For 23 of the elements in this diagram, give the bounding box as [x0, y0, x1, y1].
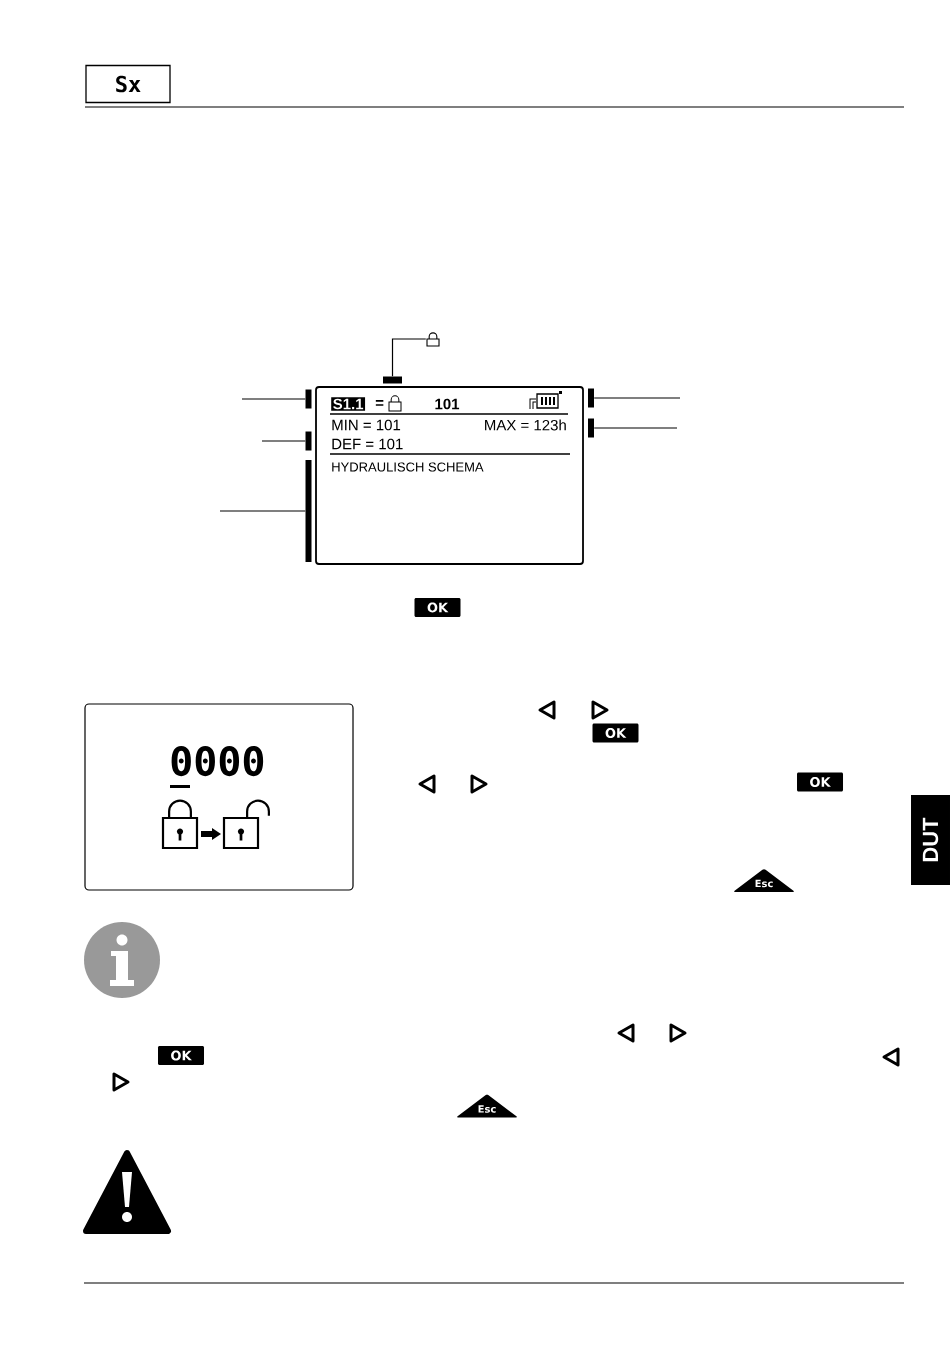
marker-bar — [305, 460, 312, 562]
lock-screen: 0000 — [84, 703, 354, 891]
leader-line — [261, 440, 306, 442]
ok-key: OK — [414, 598, 461, 617]
esc-key: Esc — [457, 1094, 517, 1118]
ok-key: OK — [592, 723, 639, 743]
display-screen: S1.1 = 101 MIN = 101 MAX = 123h DEF = 101 HYDRAULISCH SCHEMA — [315, 386, 584, 565]
marker-bar — [588, 418, 594, 438]
ok-key: OK — [797, 772, 843, 792]
lock-icon — [426, 332, 440, 347]
leader-line — [593, 427, 678, 429]
leader-line — [391, 338, 427, 377]
marker-bar — [305, 389, 312, 409]
leader-line — [593, 397, 681, 399]
marker-bar — [383, 376, 402, 384]
ok-key: OK — [158, 1046, 204, 1065]
language-tab: DUT — [911, 795, 950, 885]
header-box: Sx — [85, 64, 171, 104]
marker-bar — [305, 431, 312, 451]
esc-key: Esc — [734, 869, 794, 892]
marker-bar — [588, 388, 594, 408]
leader-line — [241, 398, 306, 400]
leader-line — [219, 510, 306, 512]
